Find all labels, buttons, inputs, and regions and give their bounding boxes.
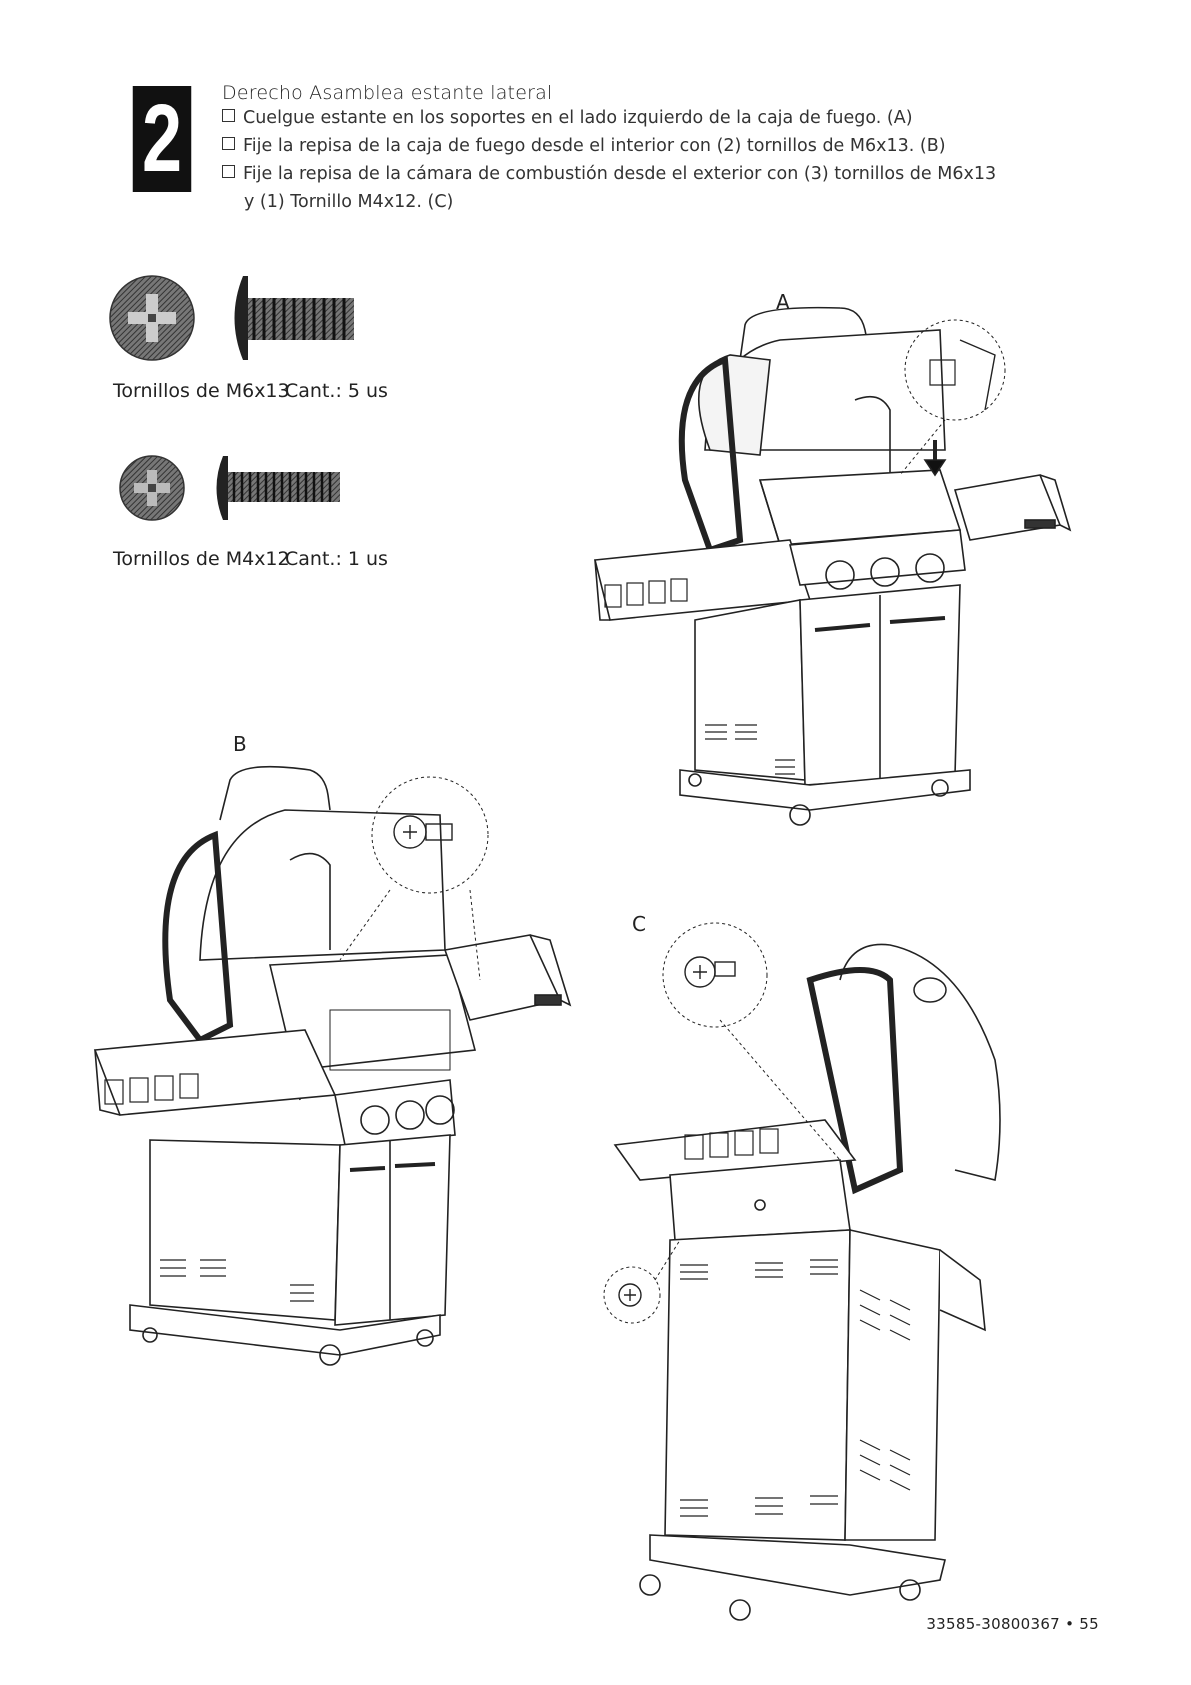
step-number-badge: 2: [132, 86, 192, 192]
figure-a-grill-illustration: [593, 306, 1072, 826]
m4x12-part-qty: Cant.: 1 us: [285, 548, 388, 570]
page-footer-code: 33585-30800367 • 55: [926, 1615, 1099, 1633]
checkbox-icon: [222, 109, 235, 122]
m6x13-part-label: Tornillos de M6x13: [113, 380, 290, 402]
figure-c-label: C: [632, 912, 646, 936]
figure-b-label: B: [233, 732, 247, 756]
instruction-3: Fije la repisa de la cámara de combustió…: [222, 164, 996, 184]
m4x12-part-label: Tornillos de M4x12: [113, 548, 290, 570]
instruction-1: Cuelgue estante en los soportes en el la…: [222, 108, 913, 128]
m4x12-screw-icon: [119, 455, 340, 521]
instruction-3-text: Fije la repisa de la cámara de combustió…: [243, 164, 997, 184]
figure-b-grill-illustration: [93, 765, 572, 1366]
checkbox-icon: [222, 165, 235, 178]
figure-c-grill-illustration: [603, 922, 1001, 1621]
instruction-2: Fije la repisa de la caja de fuego desde…: [222, 136, 946, 156]
instruction-1-text: Cuelgue estante en los soportes en el la…: [243, 108, 913, 128]
figure-a-label: A: [776, 290, 790, 314]
instruction-3-continuation: y (1) Tornillo M4x12. (C): [244, 192, 454, 212]
checkbox-icon: [222, 137, 235, 150]
step-title: Derecho Asamblea estante lateral: [222, 82, 553, 104]
instruction-2-text: Fije la repisa de la caja de fuego desde…: [243, 136, 946, 156]
m6x13-part-qty: Cant.: 5 us: [285, 380, 388, 402]
m6x13-screw-icon: [109, 275, 354, 361]
